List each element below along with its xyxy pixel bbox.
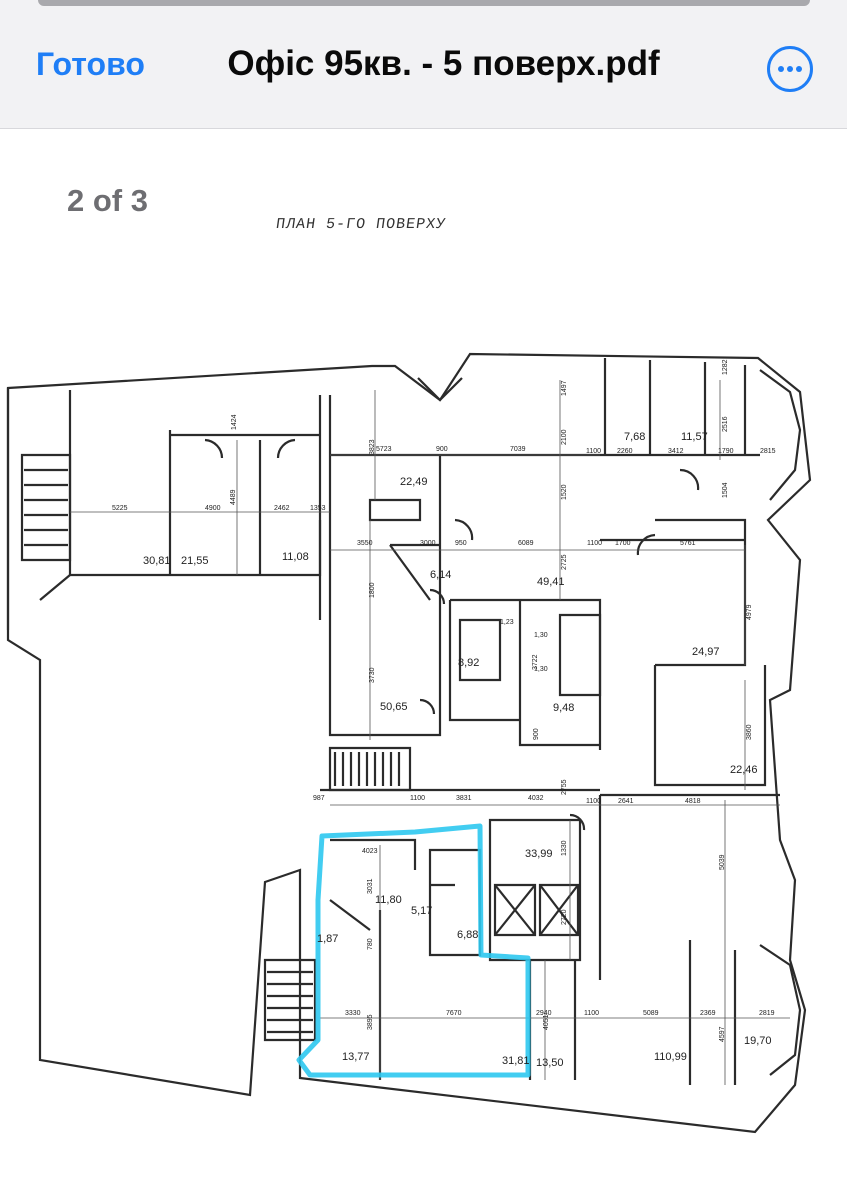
- dimension-label: 5089: [643, 1010, 659, 1017]
- dimension-label: 3550: [357, 540, 373, 547]
- plan-walls: [6, 352, 812, 1134]
- dimension-label: 4900: [205, 505, 221, 512]
- room-area: 13,77: [342, 1051, 370, 1063]
- dimension-label: 3722: [532, 654, 539, 670]
- dimension-label: 780: [367, 938, 374, 950]
- dimension-label: 3860: [746, 724, 753, 740]
- room-area: 9,48: [553, 702, 574, 714]
- room-area: 24,97: [692, 646, 720, 658]
- dimension-label: 1353: [310, 505, 326, 512]
- vertical-dimension-labels: 1424 4489 3823 2100 1497 1282 2516 1504 …: [230, 359, 753, 1042]
- plan-title: ПЛАН 5-ГО ПОВЕРХУ: [274, 216, 448, 233]
- dimension-label: 5039: [719, 854, 726, 870]
- room-area: 49,41: [537, 576, 565, 588]
- dimension-label: 2725: [561, 554, 568, 570]
- room-area: 11,80: [375, 894, 402, 906]
- dimension-label: 1800: [369, 582, 376, 598]
- dimension-label: 4023: [362, 848, 378, 855]
- room-area: 13,50: [536, 1057, 564, 1069]
- dimension-label: 1100: [586, 798, 601, 805]
- dimension-label: 900: [436, 446, 448, 453]
- dimension-label: 1,30: [534, 666, 548, 673]
- dimension-label: 1330: [561, 840, 568, 856]
- room-area: 1,87: [317, 933, 338, 945]
- dimension-labels: 5225 4900 2462 1353 5723 900 7039 1100 2…: [112, 446, 776, 1017]
- room-area: 19,70: [744, 1035, 772, 1047]
- dimension-label: 2462: [274, 505, 290, 512]
- room-area-labels: 30,81 21,55 11,08 22,49 6,14 49,41 7,68 …: [143, 431, 772, 1069]
- dimension-label: 2819: [759, 1010, 775, 1017]
- navigation-bar: Готово Офіс 95кв. - 5 поверх.pdf: [0, 0, 847, 129]
- room-area: 6,88: [457, 929, 478, 941]
- room-area: 11,08: [282, 551, 309, 563]
- dimension-label: 7670: [446, 1010, 462, 1017]
- dimension-label: 3330: [345, 1010, 361, 1017]
- dimension-label: 1700: [615, 540, 631, 547]
- room-area: 50,65: [380, 701, 408, 713]
- dimension-label: 2815: [760, 448, 776, 455]
- dimension-label: 2641: [618, 798, 634, 805]
- dimension-label: 3031: [367, 878, 374, 894]
- dimension-label: 2720: [561, 909, 568, 925]
- done-button[interactable]: Готово: [36, 46, 145, 82]
- dimension-label: 2755: [561, 779, 568, 795]
- dimension-label: 3730: [369, 667, 376, 683]
- dimension-label: 4051: [543, 1014, 550, 1030]
- dimension-label: 1100: [410, 795, 425, 802]
- dimension-label: 1424: [231, 414, 238, 430]
- dimension-label: 2369: [700, 1010, 716, 1017]
- room-area: 30,81: [143, 555, 171, 567]
- room-area: 22,46: [730, 764, 758, 776]
- dimension-label: 4032: [528, 795, 544, 802]
- dimension-label: 950: [455, 540, 467, 547]
- dimension-label: 7039: [510, 446, 526, 453]
- ellipsis-circle-icon[interactable]: [767, 46, 813, 92]
- dimension-label: 4489: [230, 489, 237, 505]
- dimension-label: 2100: [561, 429, 568, 445]
- dimension-label: 900: [533, 728, 540, 740]
- dimension-label: 4818: [685, 798, 701, 805]
- dimension-label: 2516: [722, 416, 729, 432]
- previous-sheet-edge: [38, 0, 810, 6]
- floor-plan-drawing: 30,81 21,55 11,08 22,49 6,14 49,41 7,68 …: [6, 352, 812, 1134]
- dimension-label: 1504: [722, 482, 729, 498]
- document-title: Офіс 95кв. - 5 поверх.pdf: [227, 44, 660, 83]
- selected-office-outline: [296, 823, 531, 1078]
- room-area: 6,14: [430, 569, 451, 581]
- dimension-label: 5761: [680, 540, 696, 547]
- dimension-label: 987: [313, 795, 325, 802]
- room-area: 22,49: [400, 476, 428, 488]
- dimension-label: 2940: [536, 1010, 552, 1017]
- dimension-label: 4597: [719, 1026, 726, 1042]
- dimension-label: 3895: [367, 1014, 374, 1030]
- room-area: 33,99: [525, 848, 553, 860]
- room-area: 7,68: [624, 431, 645, 443]
- dimension-label: 1,30: [534, 632, 548, 639]
- dimension-label: 1,23: [500, 619, 514, 626]
- page-indicator: 2 of 3: [67, 183, 148, 218]
- room-area: 21,55: [181, 555, 209, 567]
- dimension-label: 2260: [617, 448, 633, 455]
- dimension-label: 1520: [561, 484, 568, 500]
- dimension-label: 1100: [584, 1010, 599, 1017]
- dimension-label: 5723: [376, 446, 392, 453]
- room-area: 8,92: [458, 657, 479, 669]
- room-area: 110,99: [654, 1051, 687, 1063]
- room-area: 5,17: [411, 905, 432, 917]
- dimension-label: 3412: [668, 448, 684, 455]
- dimension-label: 3831: [456, 795, 472, 802]
- dimension-label: 3000: [420, 540, 436, 547]
- dimension-label: 4979: [746, 604, 753, 620]
- dimension-lines: [70, 380, 790, 1085]
- dimension-label: 1282: [722, 359, 729, 375]
- dimension-label: 6089: [518, 540, 534, 547]
- room-area: 11,57: [681, 431, 708, 443]
- dimension-label: 5225: [112, 505, 128, 512]
- room-area: 31,81: [502, 1055, 530, 1067]
- dimension-label: 1790: [718, 448, 734, 455]
- dimension-label: 3823: [369, 439, 376, 455]
- dimension-label: 1100: [587, 540, 602, 547]
- dimension-label: 1497: [561, 380, 568, 396]
- dimension-label: 1100: [586, 448, 601, 455]
